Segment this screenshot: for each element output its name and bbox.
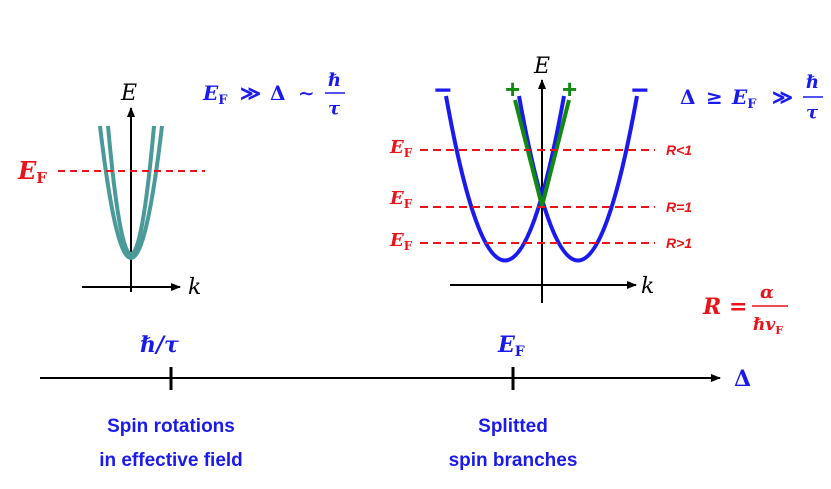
- caption-spin-rotations-line1: Spin rotations: [107, 416, 235, 437]
- right-energy-axis-label: E: [533, 54, 550, 79]
- fermi-level-label-2: EF: [389, 188, 413, 211]
- left-spin-branch-inner: [106, 125, 156, 256]
- left-regime-condition: EF ≫ Δ ∼ ℏ τ: [202, 70, 345, 119]
- ratio-label-r-gt-1: R>1: [666, 235, 692, 251]
- left-momentum-axis-label: k: [188, 275, 201, 300]
- branch-sign-minus-right: −: [631, 74, 649, 107]
- left-dispersion-panel: EF E k: [17, 81, 205, 300]
- svg-text:ℏ: ℏ: [328, 70, 341, 91]
- svg-text:τ: τ: [806, 102, 819, 123]
- caption-spin-rotations-line2: in effective field: [99, 450, 243, 471]
- branch-sign-minus-left: −: [434, 74, 452, 107]
- right-spin-branch-left: [444, 95, 566, 263]
- svg-text:τ: τ: [328, 98, 341, 119]
- tick-label-hbar-over-tau: ℏ/τ: [140, 332, 179, 358]
- right-green-branch-right: [540, 99, 571, 207]
- svg-text:ℏvF: ℏvF: [753, 315, 783, 337]
- svg-text:R: R: [702, 294, 721, 320]
- branch-sign-plus-left: +: [505, 74, 520, 104]
- svg-text:EF: EF: [731, 85, 757, 112]
- ratio-label-r-lt-1: R<1: [666, 142, 692, 158]
- svg-text:ℏ: ℏ: [806, 72, 819, 93]
- svg-text:α: α: [760, 282, 774, 303]
- svg-text:∼: ∼: [298, 81, 315, 105]
- left-spin-branch-outer: [98, 125, 164, 260]
- svg-text:≫: ≫: [240, 81, 261, 105]
- right-green-branch-left: [513, 99, 544, 207]
- r-ratio-formula: R = α ℏvF: [702, 282, 788, 337]
- fermi-level-label-1: EF: [389, 137, 413, 160]
- right-momentum-axis-label: k: [641, 274, 654, 299]
- svg-text:≫: ≫: [772, 85, 793, 109]
- delta-scale-axis: Δ ℏ/τ EF: [40, 332, 751, 392]
- svg-text:Δ: Δ: [270, 81, 286, 105]
- right-dispersion-panel: − + + − EF EF EF R<1 R=1 R>1 E k: [389, 54, 692, 303]
- branch-sign-plus-right: +: [562, 74, 577, 104]
- left-energy-axis-label: E: [120, 81, 137, 106]
- delta-axis-label: Δ: [734, 366, 751, 392]
- tick-label-fermi-energy: EF: [497, 332, 525, 360]
- caption-split-branches-line1: Splitted: [478, 416, 548, 437]
- svg-text:Δ: Δ: [680, 85, 696, 109]
- svg-text:EF: EF: [202, 81, 228, 108]
- fermi-level-label-3: EF: [389, 230, 413, 253]
- svg-text:=: =: [729, 294, 747, 320]
- left-fermi-level-label: EF: [17, 156, 47, 187]
- ratio-label-r-eq-1: R=1: [666, 199, 692, 215]
- right-regime-condition: Δ ≥ EF ≫ ℏ τ: [680, 72, 823, 123]
- svg-text:≥: ≥: [706, 85, 723, 109]
- caption-split-branches-line2: spin branches: [449, 450, 578, 471]
